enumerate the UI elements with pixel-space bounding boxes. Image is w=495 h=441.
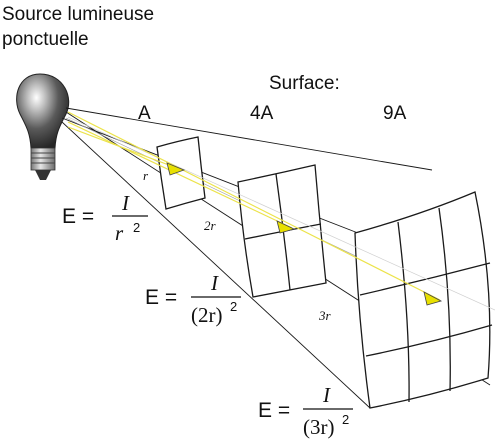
distance-3r: 3r	[318, 308, 332, 323]
light-rays	[67, 111, 495, 311]
surface-label: Surface:	[269, 73, 340, 94]
surface-a-label: A	[138, 103, 151, 124]
light-bulb-icon	[16, 73, 70, 180]
surface-9a-label: 9A	[383, 103, 407, 124]
formula-3-den: (3r)	[303, 415, 334, 439]
formula-2-den: (2r)	[191, 303, 222, 327]
formula-2-lhs: E =	[145, 286, 177, 309]
surface-a	[156, 136, 206, 210]
source-label-line1: Source lumineuse	[2, 4, 154, 25]
formula-3-lhs: E =	[258, 399, 290, 422]
formula-1: E = I r 2	[62, 191, 148, 245]
formula-2-exp: 2	[230, 299, 237, 314]
formula-3-num: I	[322, 383, 331, 407]
distance-r: r	[143, 168, 149, 183]
formula-1-exp: 2	[133, 220, 140, 235]
formula-3-exp: 2	[342, 412, 349, 427]
formula-2-num: I	[210, 271, 219, 295]
formula-1-den: r	[115, 221, 124, 245]
source-label-line2: ponctuelle	[2, 29, 89, 50]
formula-1-lhs: E =	[62, 205, 94, 228]
formula-2: E = I (2r) 2	[145, 271, 241, 327]
surface-4a-label: 4A	[250, 103, 274, 124]
surface-9a	[354, 191, 493, 409]
formula-1-num: I	[121, 191, 130, 215]
ray-arrowheads	[166, 162, 443, 306]
formula-3: E = I (3r) 2	[258, 383, 353, 439]
distance-2r: 2r	[204, 218, 217, 233]
